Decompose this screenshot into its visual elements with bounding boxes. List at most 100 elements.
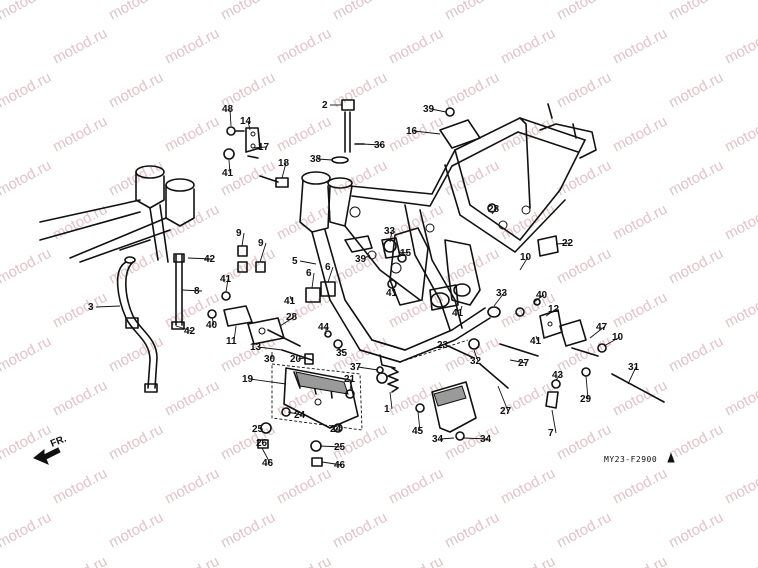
part-callout-39: 39 <box>355 254 367 265</box>
watermark-text: motod.ru <box>218 0 278 24</box>
watermark-text: motod.ru <box>666 421 726 464</box>
callout-leader <box>187 257 213 260</box>
part-callout-13: 13 <box>250 342 262 353</box>
part-callout-31: 31 <box>628 362 640 373</box>
watermark-text: motod.ru <box>498 465 558 508</box>
part-callout-26: 26 <box>256 438 268 449</box>
callout-leader <box>459 305 463 314</box>
callout-leader <box>279 316 295 327</box>
watermark-text: motod.ru <box>722 25 758 68</box>
watermark-text: motod.ru <box>274 201 334 244</box>
callout-leader <box>95 305 121 308</box>
watermark-text: motod.ru <box>386 465 446 508</box>
part-callout-5: 5 <box>292 256 298 267</box>
part-callout-32: 32 <box>470 356 482 367</box>
callout-leader <box>287 411 303 416</box>
part-callout-28: 28 <box>286 312 298 323</box>
part-callout-40: 40 <box>536 290 548 301</box>
callout-leader <box>337 347 345 354</box>
callout-leader <box>417 411 421 432</box>
part-callout-10: 10 <box>612 332 624 343</box>
part-callout-24: 24 <box>330 424 342 435</box>
part-callout-11: 11 <box>226 336 237 347</box>
part-callout-40: 40 <box>206 320 218 331</box>
watermark-text: motod.ru <box>722 201 758 244</box>
callout-leader <box>335 427 339 430</box>
part-callout-42: 42 <box>204 254 216 265</box>
part-callout-3: 3 <box>88 302 94 313</box>
watermark-text: motod.ru <box>162 113 222 156</box>
revision-mark-icon <box>667 452 675 463</box>
part-callout-47: 47 <box>596 322 608 333</box>
watermark-text: motod.ru <box>50 289 110 332</box>
part-callout-6: 6 <box>306 268 312 279</box>
callout-leader <box>439 437 455 440</box>
watermark-text: motod.ru <box>722 465 758 508</box>
callout-leader <box>357 366 379 371</box>
callout-leader <box>413 130 441 135</box>
callout-leader <box>430 108 447 113</box>
watermark-text: motod.ru <box>722 553 758 568</box>
callout-leader <box>545 308 557 317</box>
watermark-text: motod.ru <box>442 509 502 552</box>
part-callout-6: 6 <box>325 262 331 273</box>
callout-leader <box>281 162 287 179</box>
callout-leader <box>261 441 265 444</box>
callout-leader <box>349 378 353 391</box>
part-callout-1: 1 <box>384 404 390 415</box>
part-callout-34: 34 <box>480 434 492 445</box>
watermark-text: motod.ru <box>162 465 222 508</box>
part-callout-29: 29 <box>580 394 592 405</box>
callout-leader <box>299 260 317 265</box>
watermark-text: motod.ru <box>274 113 334 156</box>
callout-leader <box>397 251 409 254</box>
callout-leader <box>389 391 393 410</box>
watermark-text: motod.ru <box>0 157 54 200</box>
part-callout-9: 9 <box>236 228 242 239</box>
watermark-text: motod.ru <box>610 377 670 420</box>
part-callout-8: 8 <box>194 286 200 297</box>
watermark-text: motod.ru <box>610 553 670 568</box>
part-callout-34: 34 <box>432 434 444 445</box>
watermark-text: motod.ru <box>442 69 502 112</box>
part-callout-18: 18 <box>278 158 290 169</box>
watermark-text: motod.ru <box>50 377 110 420</box>
watermark-text: motod.ru <box>330 509 390 552</box>
part-callout-44: 44 <box>318 322 330 333</box>
callout-leader <box>229 108 232 127</box>
watermark-text: motod.ru <box>0 333 54 376</box>
group-brackets <box>271 339 469 431</box>
watermark-text: motod.ru <box>0 245 54 288</box>
callout-leader <box>175 325 193 332</box>
part-callout-23: 23 <box>437 340 449 351</box>
callout-leader <box>261 447 271 464</box>
watermark-text: motod.ru <box>442 0 502 24</box>
part-callout-10: 10 <box>520 252 532 263</box>
callout-leader <box>233 325 237 342</box>
part-callout-41: 41 <box>452 308 464 319</box>
callout-leader <box>297 357 306 360</box>
part-callout-39: 39 <box>423 104 435 115</box>
part-callout-42: 42 <box>184 326 196 337</box>
part-callout-33: 33 <box>384 226 396 237</box>
callout-leader <box>289 295 293 302</box>
part-callout-46: 46 <box>334 460 346 471</box>
watermark-text: motod.ru <box>666 333 726 376</box>
callout-leader <box>535 335 539 342</box>
watermark-text: motod.ru <box>610 201 670 244</box>
watermark-text: motod.ru <box>330 0 390 24</box>
watermark-text: motod.ru <box>106 509 166 552</box>
part-callout-20: 20 <box>290 354 302 365</box>
callout-leader <box>181 289 203 292</box>
front-arrow-icon <box>33 447 61 465</box>
watermark-text: motod.ru <box>554 0 614 24</box>
callout-leader <box>249 378 287 385</box>
watermark-text: motod.ru <box>666 0 726 24</box>
callout-leader <box>603 336 621 347</box>
front-sub-frame <box>39 165 195 393</box>
part-callout-25: 25 <box>334 442 346 453</box>
callout-leader <box>493 292 505 307</box>
part-callout-25: 25 <box>252 424 264 435</box>
